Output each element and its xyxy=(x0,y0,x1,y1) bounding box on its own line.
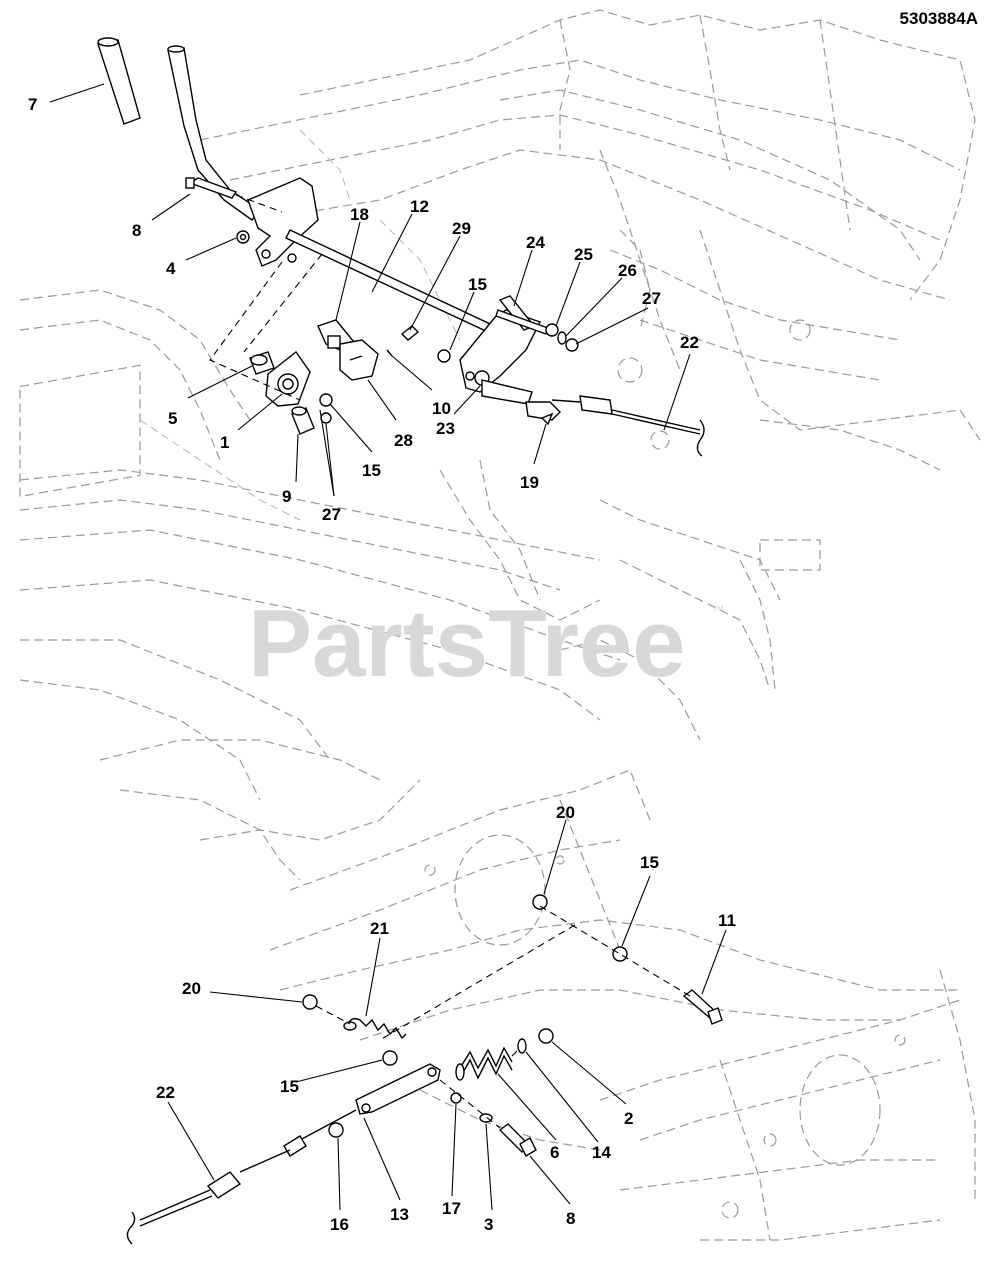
nut-20-left xyxy=(302,994,318,1010)
pin-29 xyxy=(386,325,420,357)
upper-assembly xyxy=(97,37,705,457)
nut-4 xyxy=(236,230,250,244)
lever-arm-13 xyxy=(355,1063,441,1115)
bushing-9 xyxy=(291,406,315,435)
handle-grip xyxy=(97,37,141,125)
callout-label: 15 xyxy=(362,461,381,480)
callout-label: 15 xyxy=(468,275,487,294)
alignment-bolt-11 xyxy=(539,905,691,997)
callout-label: 21 xyxy=(370,919,389,938)
bushing-5 xyxy=(249,351,275,375)
callout-label: 26 xyxy=(618,261,637,280)
callout-label: 24 xyxy=(526,233,545,252)
callout-label: 23 xyxy=(436,419,455,438)
bolt-11 xyxy=(682,989,723,1025)
bolt-upper xyxy=(185,177,283,213)
bearing-flange xyxy=(265,350,311,407)
callout-label: 1 xyxy=(220,433,229,452)
nut-washer-stack xyxy=(545,323,579,352)
callout-label: 8 xyxy=(566,1209,575,1228)
nut-15-mid xyxy=(319,393,333,407)
spring-21 xyxy=(343,1017,407,1040)
nut-20-top xyxy=(532,894,548,910)
alignment-spring xyxy=(315,1005,351,1025)
callout-label: 15 xyxy=(280,1077,299,1096)
callout-label: 3 xyxy=(484,1215,493,1234)
watermark: PartsTree ™ xyxy=(248,590,724,697)
watermark-trademark: ™ xyxy=(712,603,724,617)
watermark-text: PartsTree xyxy=(248,590,686,697)
alignment-line-b xyxy=(243,253,323,353)
cable-upper xyxy=(551,395,705,457)
lower-frame-phantom xyxy=(269,769,976,1241)
callout-label: 2 xyxy=(624,1109,633,1128)
bracket-right xyxy=(459,295,549,393)
callout-label: 4 xyxy=(166,259,176,278)
spring-6 xyxy=(455,1046,513,1081)
bolt-8-lower xyxy=(498,1123,537,1157)
callout-label: 16 xyxy=(330,1215,349,1234)
callout-label: 29 xyxy=(452,219,471,238)
nut-27-mid xyxy=(320,412,332,424)
callout-label: 20 xyxy=(556,803,575,822)
callout-label: 28 xyxy=(394,431,413,450)
alignment-bolt-8 xyxy=(439,1079,501,1129)
callout-label: 20 xyxy=(182,979,201,998)
callout-label: 9 xyxy=(282,487,291,506)
callout-label: 18 xyxy=(350,205,369,224)
callout-label: 5 xyxy=(168,409,177,428)
callout-label: 25 xyxy=(574,245,593,264)
washer-14 xyxy=(517,1038,527,1054)
callout-label: 22 xyxy=(156,1083,175,1102)
nut-15-right xyxy=(612,946,628,962)
alignment-nut-2 xyxy=(511,1047,521,1057)
callout-label: 14 xyxy=(592,1143,611,1162)
nut-2 xyxy=(538,1028,554,1044)
callout-label: 13 xyxy=(390,1205,409,1224)
callout-label: 8 xyxy=(132,221,141,240)
cable-lower xyxy=(126,1109,357,1245)
switch-18 xyxy=(317,319,379,381)
callout-label: 27 xyxy=(642,289,661,308)
control-lever xyxy=(167,45,319,267)
callout-label: 6 xyxy=(550,1143,559,1162)
upper-frame-phantom xyxy=(19,9,981,881)
washer-3 xyxy=(479,1113,493,1123)
callout-labels: 7 8 4 18 12 29 24 25 26 27 15 22 5 1 15 … xyxy=(28,95,736,1234)
callout-label: 27 xyxy=(322,505,341,524)
callout-label: 15 xyxy=(640,853,659,872)
callout-label: 12 xyxy=(410,197,429,216)
callout-label: 11 xyxy=(718,911,736,930)
bushing-17 xyxy=(450,1092,462,1104)
nut-16 xyxy=(328,1122,344,1138)
alignment-diagonal xyxy=(379,924,576,1041)
lower-assembly xyxy=(126,894,723,1245)
callout-label: 7 xyxy=(28,95,37,114)
callout-label: 22 xyxy=(680,333,699,352)
callout-label: 19 xyxy=(520,473,539,492)
document-number: 5303884A xyxy=(900,9,978,28)
nut-15-lower xyxy=(382,1050,398,1066)
callout-label: 10 xyxy=(432,399,451,418)
callout-label: 17 xyxy=(442,1199,461,1218)
nut-15-upper xyxy=(437,349,451,363)
cable-arm xyxy=(481,379,561,426)
alignment-line-a xyxy=(209,261,301,401)
leader-lines xyxy=(49,83,727,1211)
